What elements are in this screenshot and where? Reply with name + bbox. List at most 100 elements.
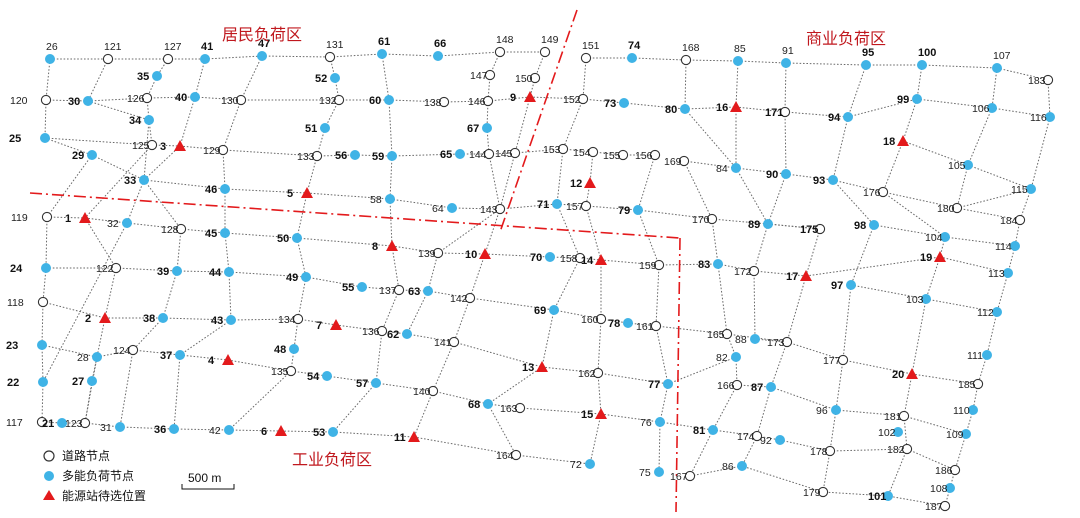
- node-label: 164: [496, 450, 514, 462]
- road-edge: [882, 191, 958, 209]
- node-label: 24: [10, 263, 23, 275]
- road-edge: [306, 155, 318, 194]
- road-edge: [84, 217, 117, 269]
- road-node: [217, 144, 229, 156]
- road-node: [817, 486, 829, 498]
- node-label: 17: [786, 271, 798, 283]
- load-node: [40, 133, 50, 143]
- road-edge: [87, 58, 109, 102]
- load-node: [750, 334, 760, 344]
- node-label: 151: [582, 40, 600, 52]
- road-edge: [443, 100, 489, 103]
- road-edge: [655, 264, 660, 327]
- load-node: [1045, 112, 1055, 122]
- road-edge: [45, 58, 51, 101]
- road-edge: [132, 317, 164, 351]
- road-edge: [437, 51, 501, 57]
- node-label: 72: [570, 459, 582, 471]
- node-label: 86: [722, 461, 734, 473]
- node-label: 35: [137, 71, 149, 83]
- road-edge: [361, 286, 400, 291]
- node-label: 19: [920, 252, 932, 264]
- load-node: [455, 149, 465, 159]
- load-node: [992, 307, 1002, 317]
- node-label: 74: [628, 40, 641, 52]
- boundary-residential-commercial: [499, 9, 578, 233]
- road-node: [529, 72, 541, 84]
- road-edge: [770, 341, 788, 388]
- road-edge: [956, 188, 1032, 209]
- road-node: [483, 148, 495, 160]
- load-node: [175, 350, 185, 360]
- road-edge: [381, 53, 390, 101]
- road-node: [464, 292, 476, 304]
- node-label: 101: [868, 491, 886, 503]
- road-edge: [84, 144, 153, 219]
- node-label: 169: [664, 156, 682, 168]
- node-label: 25: [9, 133, 21, 145]
- road-node: [141, 92, 153, 104]
- road-edge: [967, 164, 1032, 190]
- node-label: 170: [692, 214, 710, 226]
- node-label: 47: [258, 38, 270, 50]
- road-edge: [850, 224, 875, 286]
- road-edge: [770, 386, 837, 411]
- node-label: 180: [937, 203, 955, 215]
- road-edge: [736, 384, 772, 388]
- candidate-station-node: [595, 254, 607, 265]
- road-edge: [143, 179, 182, 230]
- road-node: [376, 325, 388, 337]
- node-label: 34: [129, 115, 142, 127]
- load-node: [733, 56, 743, 66]
- road-edge: [290, 370, 328, 377]
- node-label: 109: [946, 429, 964, 441]
- load-node: [655, 417, 665, 427]
- road-node: [951, 202, 963, 214]
- node-label: 32: [107, 218, 119, 230]
- road-edge: [991, 67, 998, 109]
- load-node: [37, 340, 47, 350]
- load-node: [377, 49, 387, 59]
- road-node: [510, 449, 522, 461]
- node-label: 43: [211, 315, 223, 327]
- load-node: [190, 92, 200, 102]
- load-node: [961, 429, 971, 439]
- road-edge: [582, 98, 625, 104]
- node-label: 2: [85, 313, 91, 325]
- node-label: 42: [209, 425, 221, 437]
- road-edge: [230, 318, 299, 321]
- node-label: 121: [104, 41, 122, 53]
- load-node: [87, 150, 97, 160]
- road-edge: [316, 154, 356, 157]
- load-node: [552, 199, 562, 209]
- road-edge: [222, 149, 318, 157]
- node-label: 12: [570, 178, 582, 190]
- node-label: 119: [11, 212, 28, 224]
- road-edge: [469, 253, 486, 299]
- node-label: 145: [495, 148, 513, 160]
- road-edge: [916, 64, 923, 100]
- load-node: [737, 461, 747, 471]
- road-node: [175, 223, 187, 235]
- node-label: 124: [113, 345, 131, 357]
- candidate-station-node: [536, 361, 548, 372]
- road-edge: [659, 383, 669, 423]
- road-edge: [173, 428, 230, 431]
- node-label: 178: [810, 446, 828, 458]
- road-edge: [903, 373, 913, 417]
- load-node: [447, 203, 457, 213]
- candidate-station-node: [897, 135, 909, 146]
- legend-load-node-label: 多能负荷节点: [62, 469, 134, 483]
- load-node: [1010, 241, 1020, 251]
- candidate-station-node: [595, 408, 607, 419]
- node-label: 135: [271, 366, 289, 378]
- road-edge: [956, 164, 969, 209]
- road-edge: [104, 267, 117, 319]
- node-label: 7: [316, 320, 322, 332]
- node-label: 88: [735, 334, 747, 346]
- road-edge: [194, 96, 242, 101]
- road-edge: [381, 289, 400, 332]
- node-label: 89: [748, 219, 760, 231]
- road-edge: [805, 256, 941, 277]
- load-node: [482, 123, 492, 133]
